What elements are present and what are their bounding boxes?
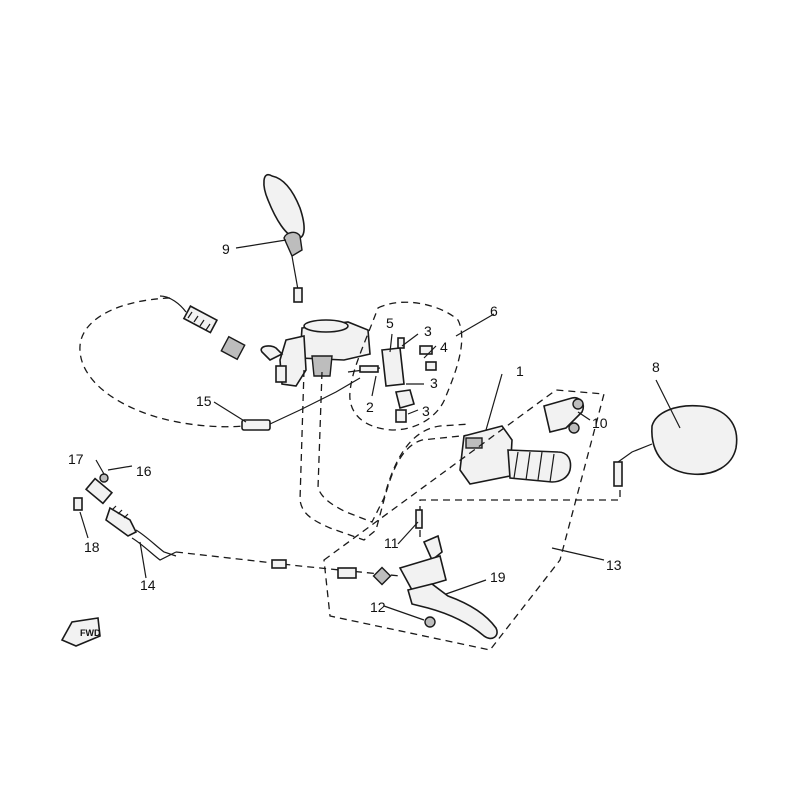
callout-11: 11: [384, 535, 399, 551]
callout-13: 13: [606, 557, 622, 573]
cable-fittings: [271, 559, 392, 586]
callout-15: 15: [196, 393, 212, 409]
right-switch-housing: [459, 425, 572, 485]
callout-3a: 3: [424, 323, 432, 339]
callout-8: 8: [652, 359, 660, 375]
svg-text:FWD: FWD: [80, 628, 101, 638]
throttle-cable-loop: [79, 297, 245, 428]
brake-lever-assembly: [398, 396, 585, 640]
callout-10: 10: [592, 415, 608, 431]
left-mirror: [263, 173, 305, 303]
forward-direction-icon: FWD: [60, 617, 101, 647]
right-lever-outline: [323, 389, 605, 651]
callout-17: 17: [68, 451, 84, 467]
callout-5: 4: [440, 339, 448, 355]
switch-assembly-outline: [349, 301, 463, 431]
switch-parts: [347, 337, 437, 423]
callout-1: 1: [516, 363, 524, 379]
cable-adjuster-top: [182, 305, 246, 361]
callout-18: 18: [84, 539, 100, 555]
cable-end-15: [241, 377, 361, 431]
callout-14: 14: [140, 577, 156, 593]
left-master-cylinder: [260, 319, 371, 387]
callout-6: 5: [386, 315, 394, 331]
callout-3b: 3: [422, 403, 430, 419]
callout-19: 19: [490, 569, 506, 585]
callout-12: 12: [370, 599, 386, 615]
lever-cable: [175, 551, 401, 577]
handlebar-outline: [299, 369, 481, 541]
leader-lines: [79, 239, 681, 621]
callout-4: 3: [430, 375, 438, 391]
left-cable-adjuster: [73, 473, 177, 561]
callout-16: 16: [136, 463, 152, 479]
callouts: 9 15 1 6 5 3 4 3 3 2 8 10 11 12 19 13 14…: [68, 241, 660, 615]
callout-7: 6: [490, 303, 498, 319]
callout-9: 9: [222, 241, 230, 257]
callout-2: 2: [366, 399, 374, 415]
right-mirror: [613, 404, 738, 487]
